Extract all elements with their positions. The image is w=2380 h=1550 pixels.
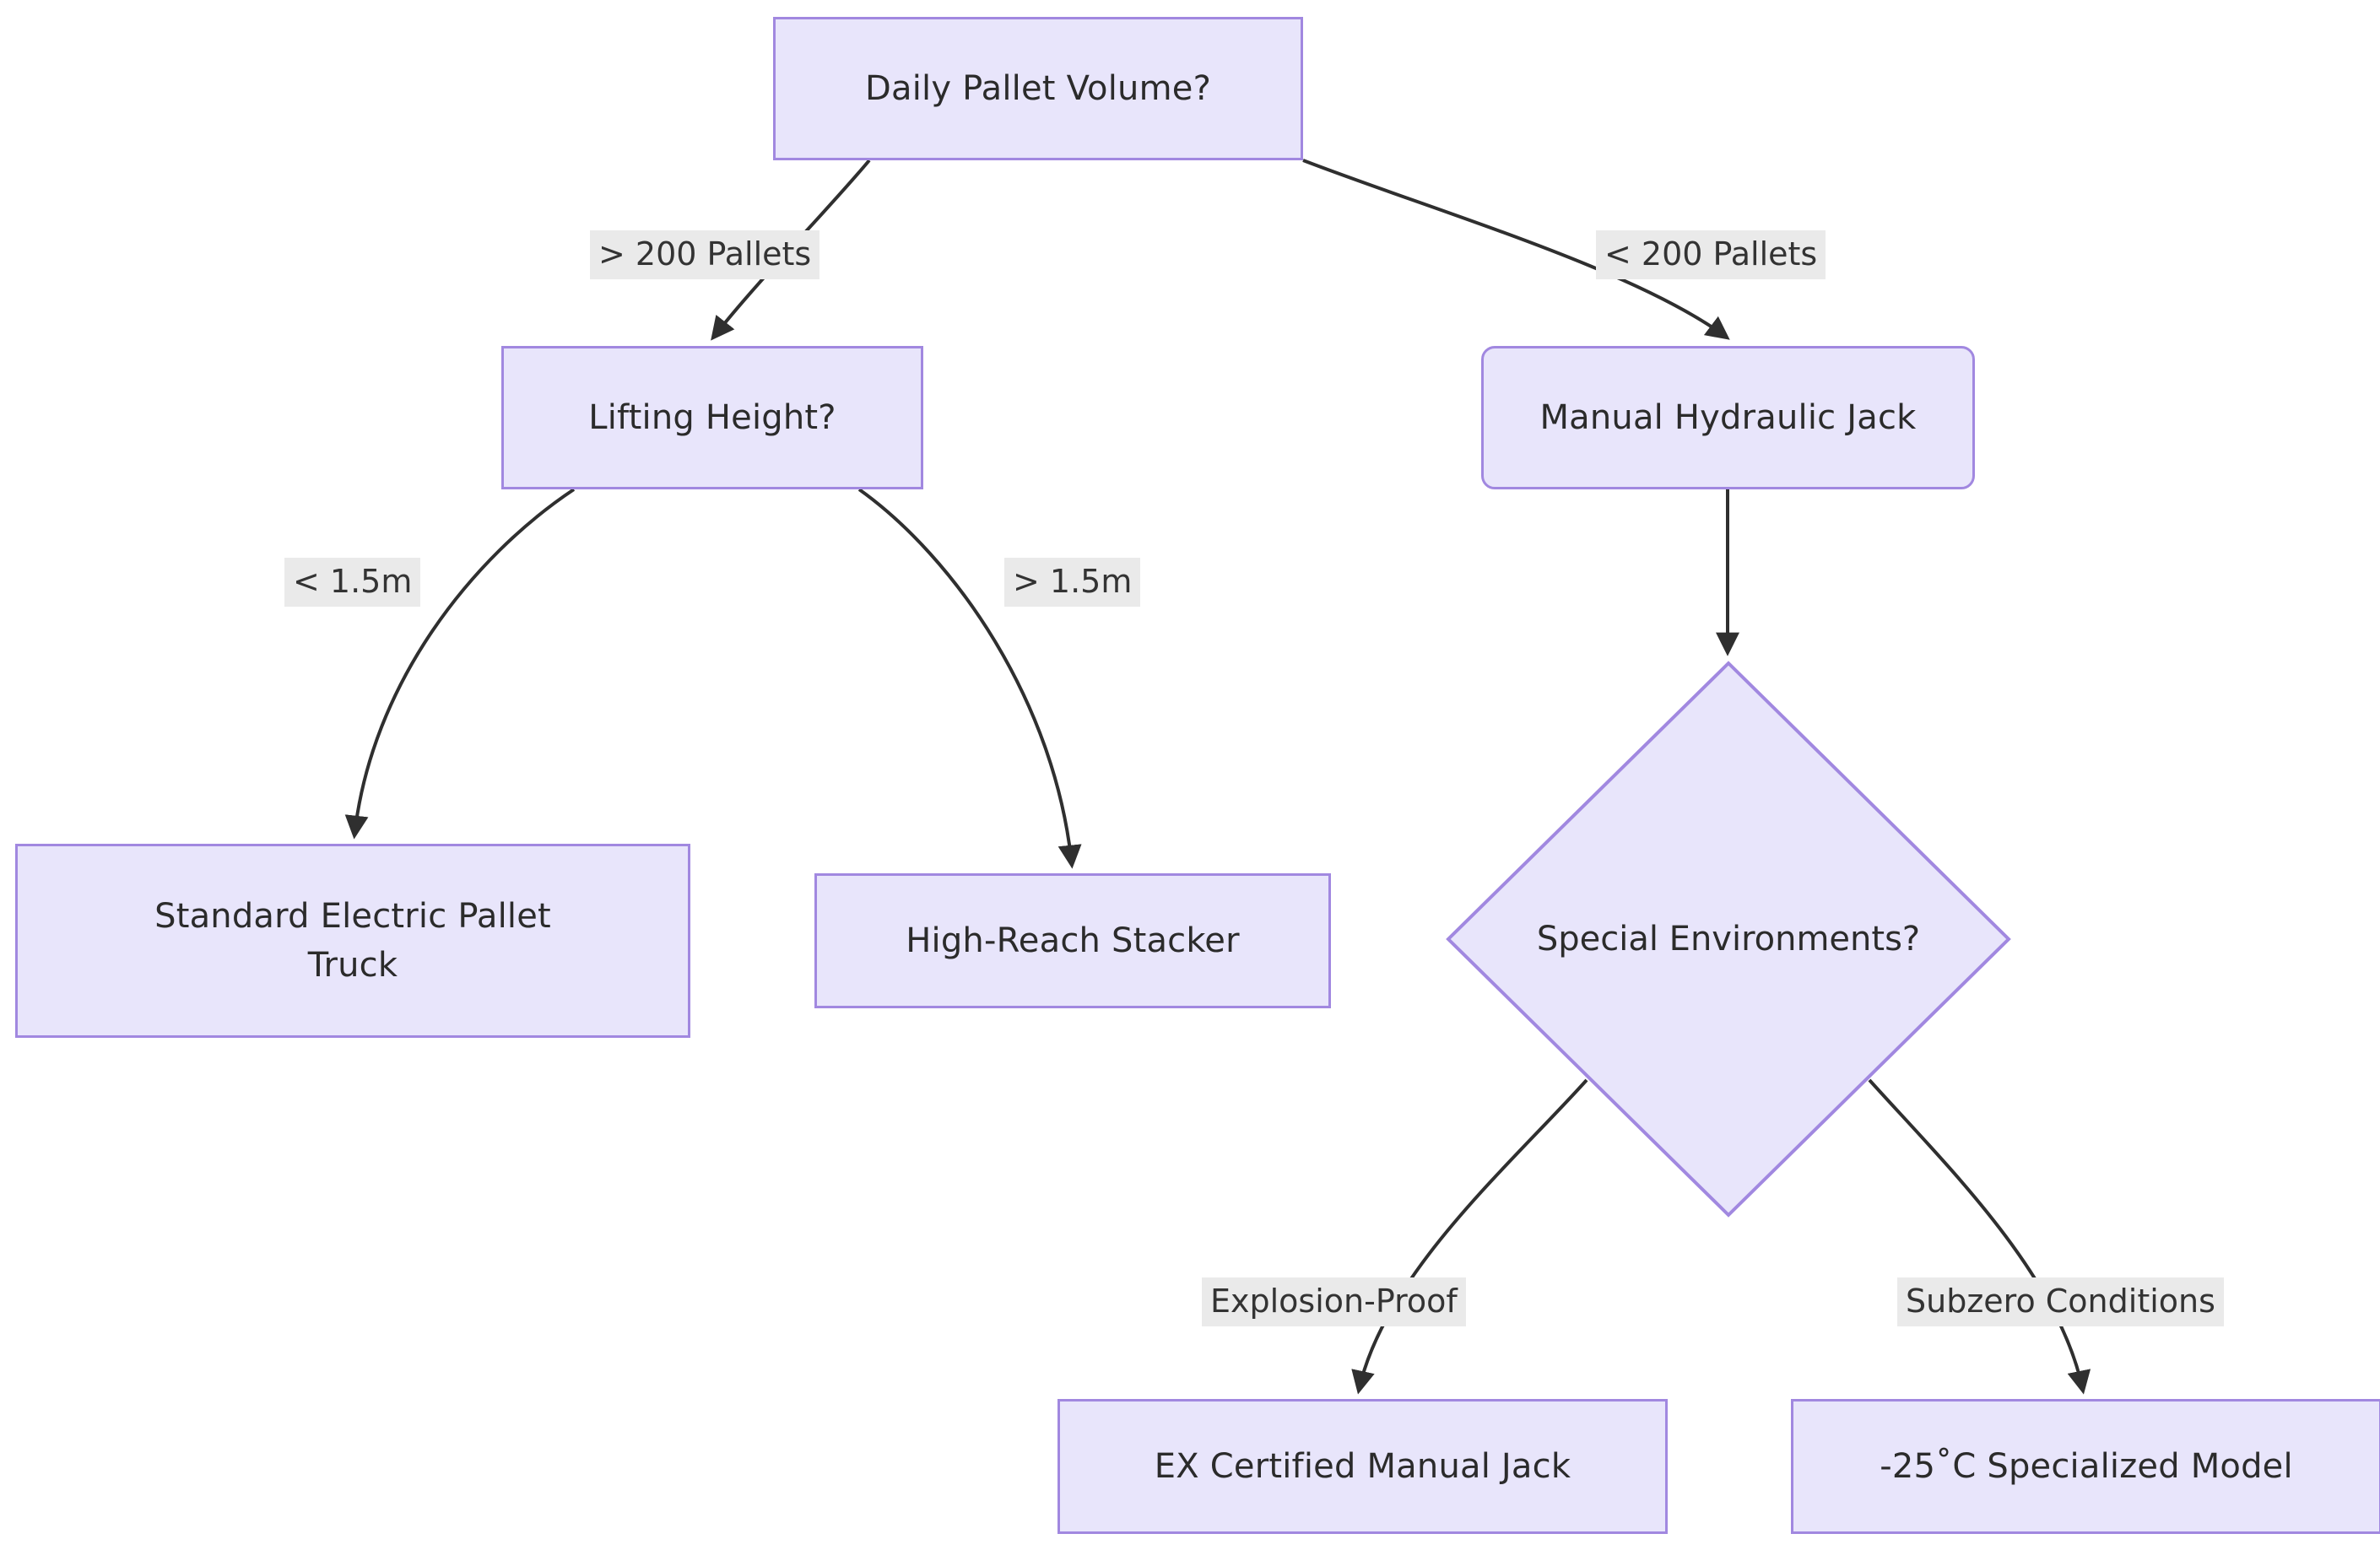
node-label: Daily Pallet Volume?	[865, 69, 1211, 108]
edge-label-less-1-5m: < 1.5m	[284, 558, 421, 607]
node-standard-electric-pallet-truck[interactable]: Standard Electric Pallet Truck	[15, 844, 690, 1038]
node-label: Special Environments?	[1536, 920, 1921, 959]
edge-label-explosion-proof: Explosion-Proof	[1202, 1277, 1466, 1326]
node-label: Standard Electric Pallet Truck	[154, 897, 551, 985]
edge-label-subzero-conditions: Subzero Conditions	[1897, 1277, 2224, 1326]
edge-label-greater-200-pallets: > 200 Pallets	[590, 230, 820, 279]
node-daily-pallet-volume[interactable]: Daily Pallet Volume?	[773, 17, 1303, 160]
node-label: Lifting Height?	[588, 398, 836, 437]
edge-label-greater-1-5m: > 1.5m	[1004, 558, 1141, 607]
node-subzero-specialized-model[interactable]: -25˚C Specialized Model	[1791, 1399, 2380, 1534]
node-special-environments[interactable]: Special Environments?	[1446, 661, 2011, 1218]
node-label: EX Certified Manual Jack	[1154, 1447, 1571, 1486]
node-label: Manual Hydraulic Jack	[1539, 398, 1917, 437]
node-ex-certified-manual-jack[interactable]: EX Certified Manual Jack	[1057, 1399, 1668, 1534]
node-label: High-Reach Stacker	[906, 921, 1240, 960]
node-lifting-height[interactable]: Lifting Height?	[501, 346, 923, 489]
edge-lifting-height-to-standard-truck	[344, 488, 576, 840]
edge-label-less-200-pallets: < 200 Pallets	[1596, 230, 1826, 279]
node-label: -25˚C Specialized Model	[1880, 1447, 2293, 1486]
diamond-shape	[1446, 661, 2011, 1218]
edge-lifting-height-to-high-reach-stacker	[857, 488, 1082, 869]
node-manual-hydraulic-jack[interactable]: Manual Hydraulic Jack	[1481, 346, 1975, 489]
node-high-reach-stacker[interactable]: High-Reach Stacker	[814, 873, 1331, 1008]
